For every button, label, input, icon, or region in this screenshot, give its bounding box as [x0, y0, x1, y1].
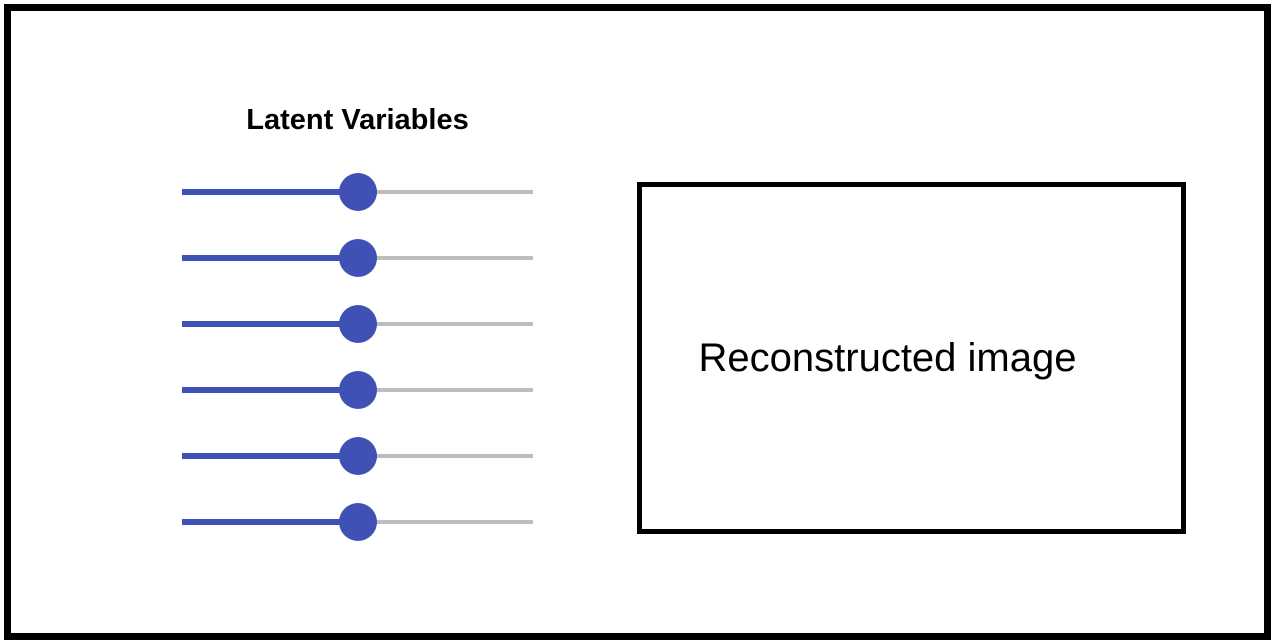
latent-sliders	[182, 159, 533, 555]
reconstructed-image-label: Reconstructed image	[698, 335, 1077, 380]
latent-variables-title: Latent Variables	[246, 104, 469, 136]
latent-slider-2[interactable]	[182, 225, 533, 291]
slider-thumb[interactable]	[338, 173, 377, 211]
slider-fill	[182, 255, 358, 261]
slider-fill	[182, 321, 358, 327]
slider-thumb[interactable]	[338, 305, 377, 343]
latent-slider-4[interactable]	[182, 357, 533, 423]
slider-thumb[interactable]	[338, 371, 377, 409]
slider-thumb[interactable]	[338, 239, 377, 277]
latent-slider-3[interactable]	[182, 291, 533, 357]
reconstructed-image-box: Reconstructed image	[637, 182, 1186, 534]
slider-thumb[interactable]	[338, 503, 377, 541]
slider-fill	[182, 189, 358, 195]
slider-fill	[182, 519, 358, 525]
latent-slider-1[interactable]	[182, 159, 533, 225]
slider-fill	[182, 387, 358, 393]
latent-slider-6[interactable]	[182, 489, 533, 555]
latent-slider-5[interactable]	[182, 423, 533, 489]
slider-fill	[182, 453, 358, 459]
slider-thumb[interactable]	[338, 437, 377, 475]
